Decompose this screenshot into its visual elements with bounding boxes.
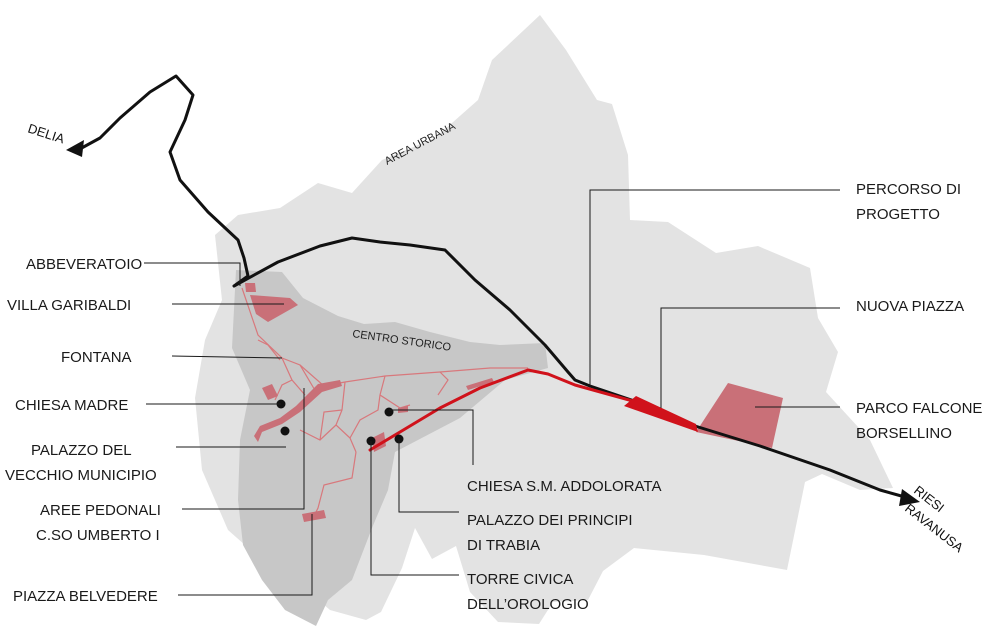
label-aree-pedonali-1: AREE PEDONALI bbox=[40, 502, 161, 519]
pedestrian-strip bbox=[466, 378, 494, 390]
label-chiesa-addolorata: CHIESA S.M. ADDOLORATA bbox=[467, 478, 662, 495]
label-palazzo-principi-1: PALAZZO DEI PRINCIPI bbox=[467, 512, 633, 529]
label-fontana: FONTANA bbox=[61, 349, 132, 366]
label-nuova-piazza: NUOVA PIAZZA bbox=[856, 298, 964, 315]
main-road bbox=[76, 74, 907, 499]
arrow-delia bbox=[66, 140, 84, 157]
piazza-belvedere-area bbox=[302, 510, 326, 522]
corso-umberto-area bbox=[254, 380, 342, 442]
project-route bbox=[368, 368, 697, 452]
villa-garibaldi-area bbox=[250, 295, 298, 322]
label-parco-1: PARCO FALCONE bbox=[856, 400, 982, 417]
historic-center bbox=[232, 270, 548, 626]
label-percorso-1: PERCORSO DI bbox=[856, 181, 961, 198]
label-palazzo-vecchio-1: PALAZZO DEL bbox=[31, 442, 132, 459]
label-palazzo-principi-2: DI TRABIA bbox=[467, 537, 540, 554]
label-chiesa-madre: CHIESA MADRE bbox=[15, 397, 128, 414]
marker-palazzo-vecchio bbox=[280, 426, 290, 436]
label-villa-garibaldi: VILLA GARIBALDI bbox=[7, 297, 131, 314]
label-parco-2: BORSELLINO bbox=[856, 425, 952, 442]
label-aree-pedonali-2: C.SO UMBERTO I bbox=[36, 527, 160, 544]
nuova-piazza-area bbox=[624, 396, 698, 432]
label-torre-civica-1: TORRE CIVICA bbox=[467, 571, 573, 588]
chiesa-madre-area bbox=[262, 384, 278, 400]
abbeveratoio-area bbox=[245, 283, 256, 292]
marker-addolorata bbox=[384, 407, 394, 417]
arrow-riesi bbox=[899, 489, 920, 506]
label-palazzo-vecchio-2: VECCHIO MUNICIPIO bbox=[5, 467, 157, 484]
label-percorso-2: PROGETTO bbox=[856, 206, 940, 223]
label-abbeveratoio: ABBEVERATOIO bbox=[26, 256, 142, 273]
leader-lines bbox=[144, 189, 840, 596]
label-delia: DELIA bbox=[26, 121, 67, 147]
label-piazza-belvedere: PIAZZA BELVEDERE bbox=[13, 588, 158, 605]
label-torre-civica-2: DELL’OROLOGIO bbox=[467, 596, 589, 613]
